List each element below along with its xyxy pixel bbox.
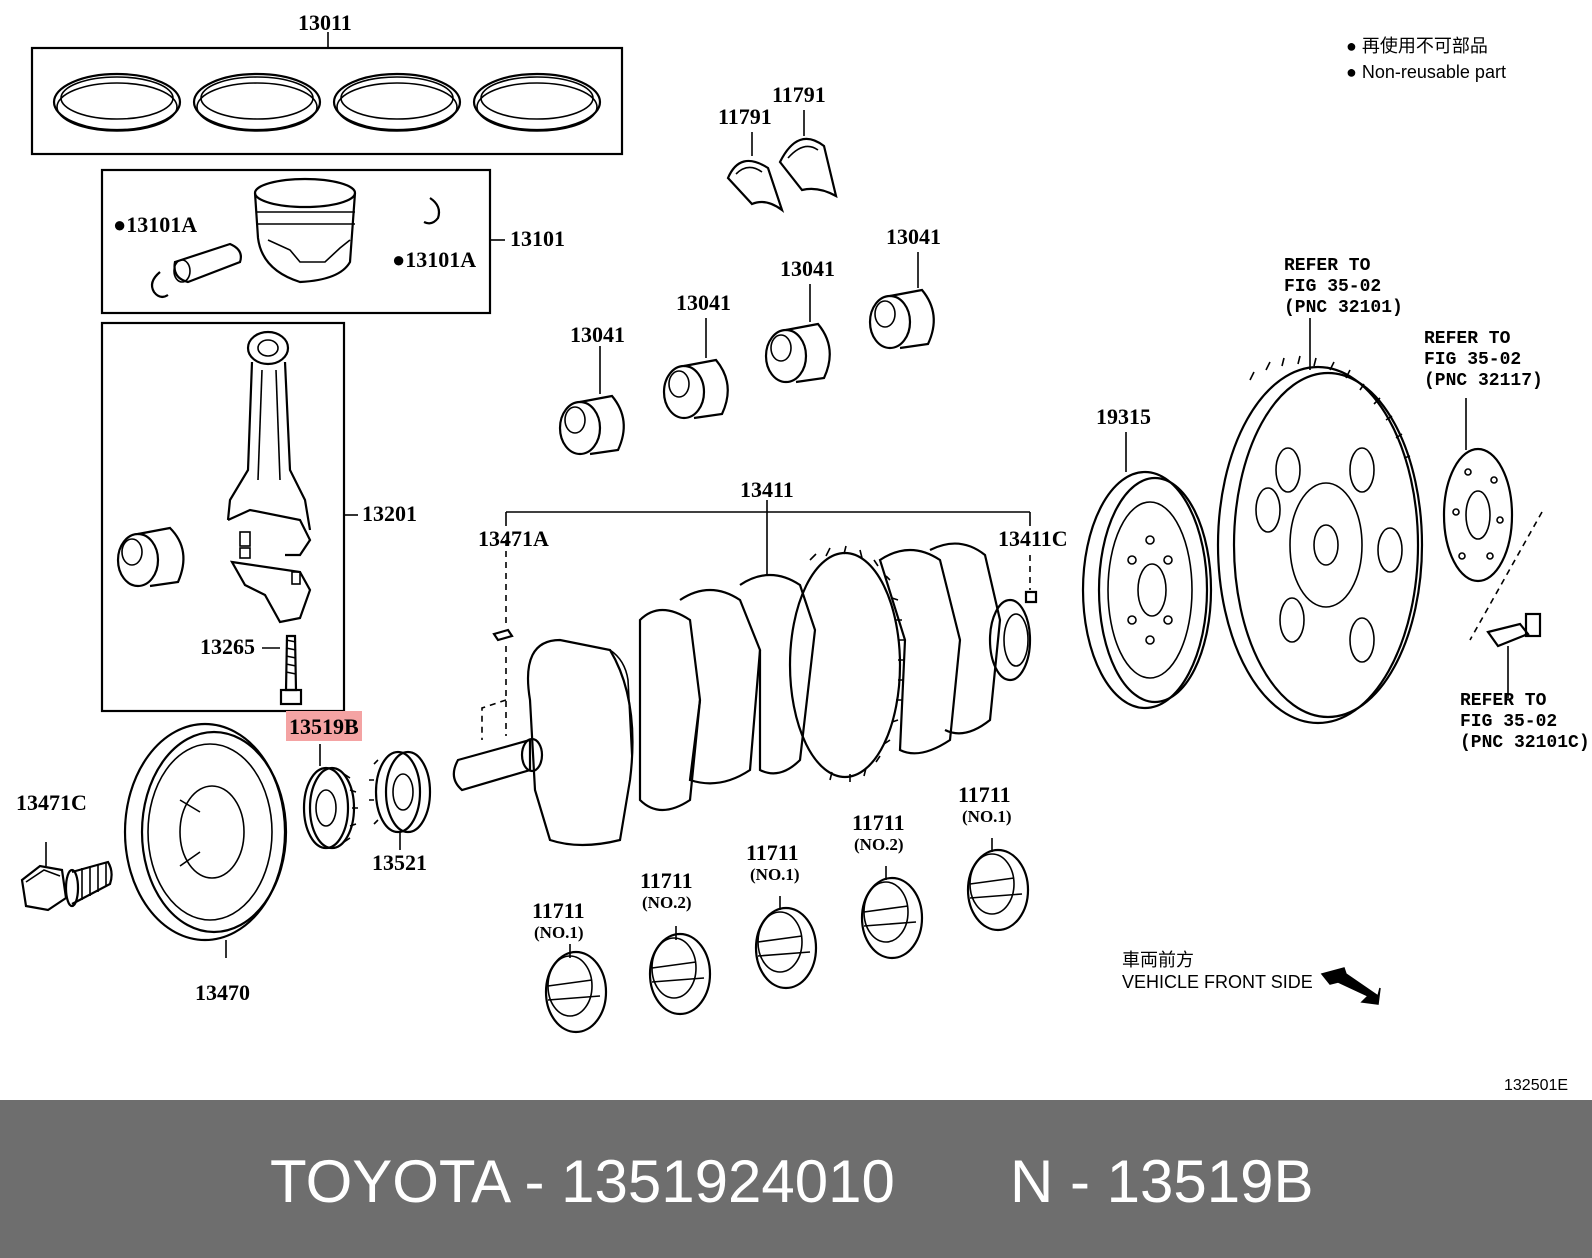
label-13041-b: 13041 [676,290,731,315]
label-11791-left: 11791 [718,104,772,129]
crankshaft-timing-sprocket [302,744,358,850]
pulley-bolt [20,842,113,912]
label-11711-e-sub: (NO.1) [962,807,1012,826]
label-13041-d: 13041 [886,224,941,249]
direction-en: VEHICLE FRONT SIDE [1122,972,1313,992]
label-13471c: 13471C [16,790,87,815]
label-11711-a-sub: (NO.1) [534,923,584,942]
refer-block-32101: REFER TO FIG 35-02 (PNC 32101) [1284,256,1403,318]
label-13411: 13411 [740,477,794,502]
direction-jp: 車両前方 [1122,950,1194,970]
main-bearings [544,838,1030,1034]
crankshaft-gear [369,750,432,850]
brand-part-number: TOYOTA - 1351924010 [270,1148,895,1215]
label-11711-b: 11711 [640,868,693,893]
piston-ring-set [30,32,624,156]
label-11711-c-sub: (NO.1) [750,865,800,884]
label-13101a-left: ●13101A [113,212,197,237]
label-13041-c: 13041 [780,256,835,281]
svg-text:FIG 35-02: FIG 35-02 [1424,350,1521,370]
thrust-washers [726,110,838,213]
front-arrow-icon [1320,967,1381,1005]
refer-block-32101c: REFER TO FIG 35-02 (PNC 32101C) [1460,691,1590,753]
svg-text:(PNC 32117): (PNC 32117) [1424,371,1543,391]
svg-text:(PNC 32101C): (PNC 32101C) [1460,733,1590,753]
rear-spacer [1442,398,1514,583]
label-19315: 19315 [1096,404,1151,429]
refer-block-32117: REFER TO FIG 35-02 (PNC 32117) [1424,329,1543,391]
label-13101: 13101 [510,226,565,251]
label-13521: 13521 [372,850,427,875]
crankshaft [452,500,1038,847]
diagram-reference: N - 13519B [1010,1148,1314,1215]
drive-plate-bolt [1469,511,1543,698]
label-13519b: 13519B [289,714,359,739]
label-13471a: 13471A [478,526,549,551]
label-13265: 13265 [200,634,255,659]
label-11711-e: 11711 [958,782,1011,807]
footer-bar: TOYOTA - 1351924010 N - 13519B [0,1100,1592,1258]
connecting-rod-assembly [100,321,358,713]
label-11711-d-sub: (NO.2) [854,835,904,854]
label-13201: 13201 [362,501,417,526]
conrod-bearings [558,252,935,456]
crankshaft-pulley [123,722,288,958]
label-13041-a: 13041 [570,322,625,347]
label-11711-b-sub: (NO.2) [642,893,692,912]
svg-text:REFER TO: REFER TO [1460,691,1547,711]
label-13011: 13011 [298,10,352,35]
label-11711-d: 11711 [852,810,905,835]
svg-text:REFER TO: REFER TO [1424,329,1511,349]
parts-diagram: 13011 ●13101A ●13101A 13101 [16,10,1590,1094]
piston-assembly [100,168,505,315]
label-11711-a: 11711 [532,898,585,923]
label-13101a-right: ●13101A [392,247,476,272]
label-13411c: 13411C [998,526,1068,551]
svg-text:REFER TO: REFER TO [1284,256,1371,276]
label-13470: 13470 [195,980,250,1005]
drive-plate [1216,318,1424,725]
legend-line-en: ● Non-reusable part [1346,62,1506,82]
label-11791-right: 11791 [772,82,826,107]
label-11711-c: 11711 [746,840,799,865]
svg-text:FIG 35-02: FIG 35-02 [1460,712,1557,732]
highlight-13519b [286,711,362,741]
figure-code: 132501E [1504,1077,1568,1094]
legend-line-jp: ● 再使用不可部品 [1346,36,1488,56]
timing-rotor-plate [1081,432,1213,710]
svg-text:(PNC 32101): (PNC 32101) [1284,298,1403,318]
svg-text:FIG 35-02: FIG 35-02 [1284,277,1381,297]
